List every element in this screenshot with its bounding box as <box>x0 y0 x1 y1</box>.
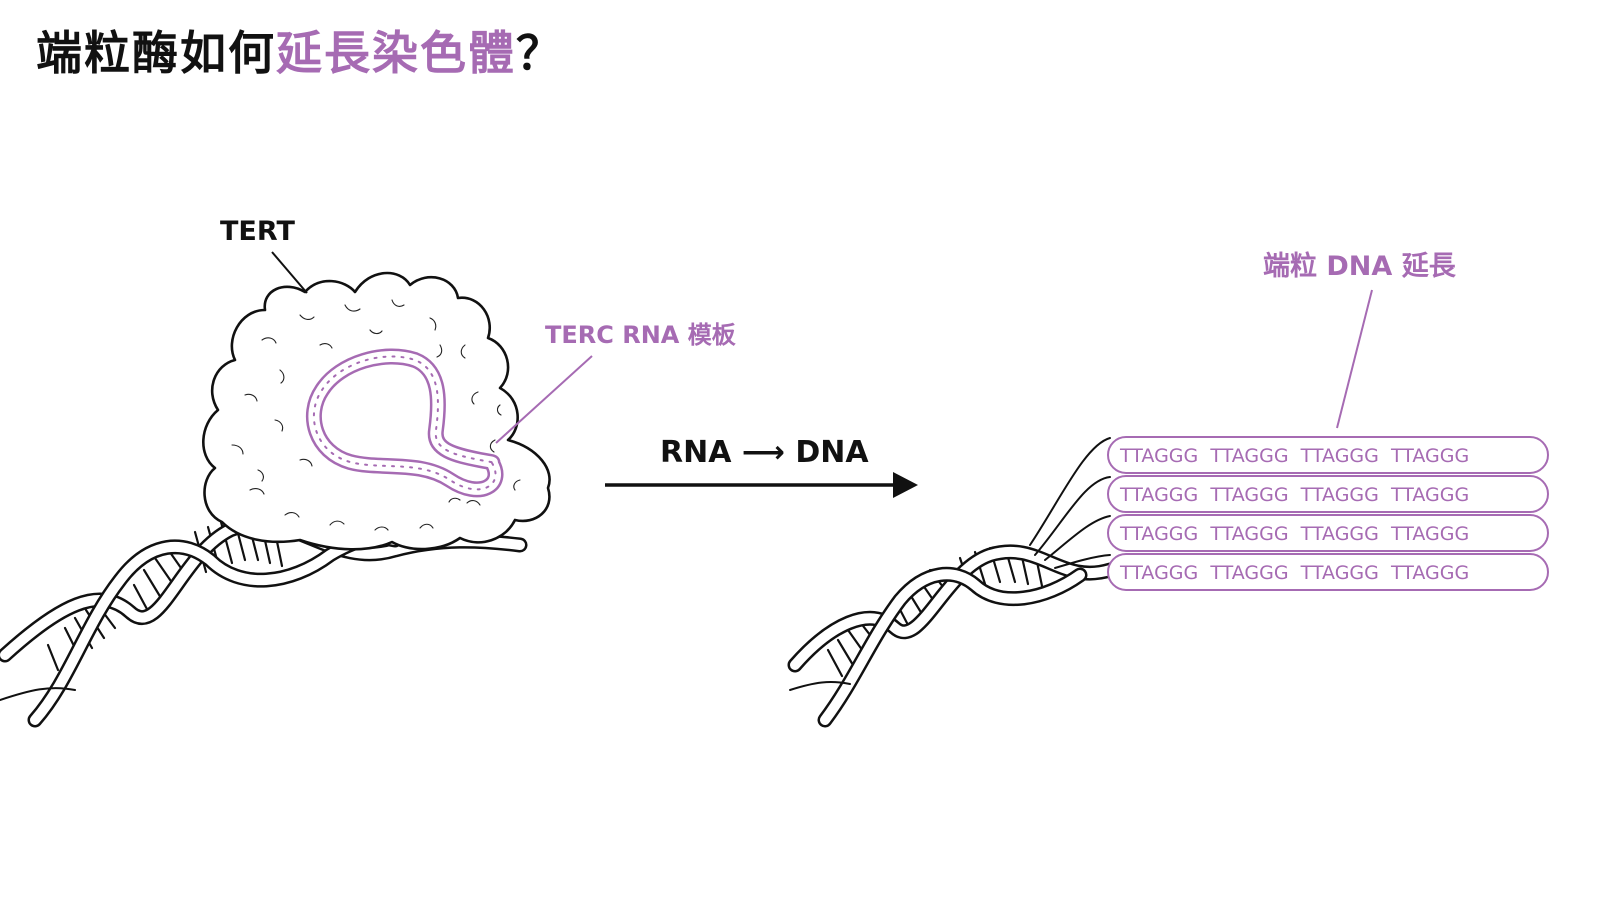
title-part-accent: 延長染色體 <box>276 26 516 80</box>
telomere-row: TTAGGG TTAGGG TTAGGG TTAGGG <box>1107 436 1549 474</box>
dna-helix-icon-right <box>787 437 1118 728</box>
page-title: 端粒酶如何延長染色體？ <box>36 26 564 81</box>
telomere-rows: TTAGGG TTAGGG TTAGGG TTAGGG TTAGGG TTAGG… <box>1107 436 1549 591</box>
process-label: RNA ⟶ DNA <box>660 435 869 470</box>
telomere-row: TTAGGG TTAGGG TTAGGG TTAGGG <box>1107 514 1549 552</box>
telomere-row-text: TTAGGG TTAGGG TTAGGG TTAGGG <box>1119 523 1469 545</box>
tert-label: TERT <box>220 216 295 247</box>
telomere-row: TTAGGG TTAGGG TTAGGG TTAGGG <box>1107 553 1549 591</box>
extension-leader-line <box>1336 289 1373 429</box>
telomere-row-text: TTAGGG TTAGGG TTAGGG TTAGGG <box>1119 445 1469 467</box>
extension-label: 端粒 DNA 延長 <box>1263 251 1457 282</box>
title-part-end: ？ <box>516 26 564 80</box>
tert-enzyme-icon <box>202 271 551 551</box>
right-arrow-icon <box>605 472 918 498</box>
terc-label: TERC RNA 模板 <box>545 321 737 349</box>
telomere-row-text: TTAGGG TTAGGG TTAGGG TTAGGG <box>1119 484 1469 506</box>
title-part-dark: 端粒酶如何 <box>36 26 276 80</box>
tert-leader-line <box>271 251 308 294</box>
telomere-row-text: TTAGGG TTAGGG TTAGGG TTAGGG <box>1119 562 1469 584</box>
terc-leader-line <box>495 355 593 444</box>
telomere-row: TTAGGG TTAGGG TTAGGG TTAGGG <box>1107 475 1549 513</box>
terc-rna-template-icon <box>306 348 504 498</box>
